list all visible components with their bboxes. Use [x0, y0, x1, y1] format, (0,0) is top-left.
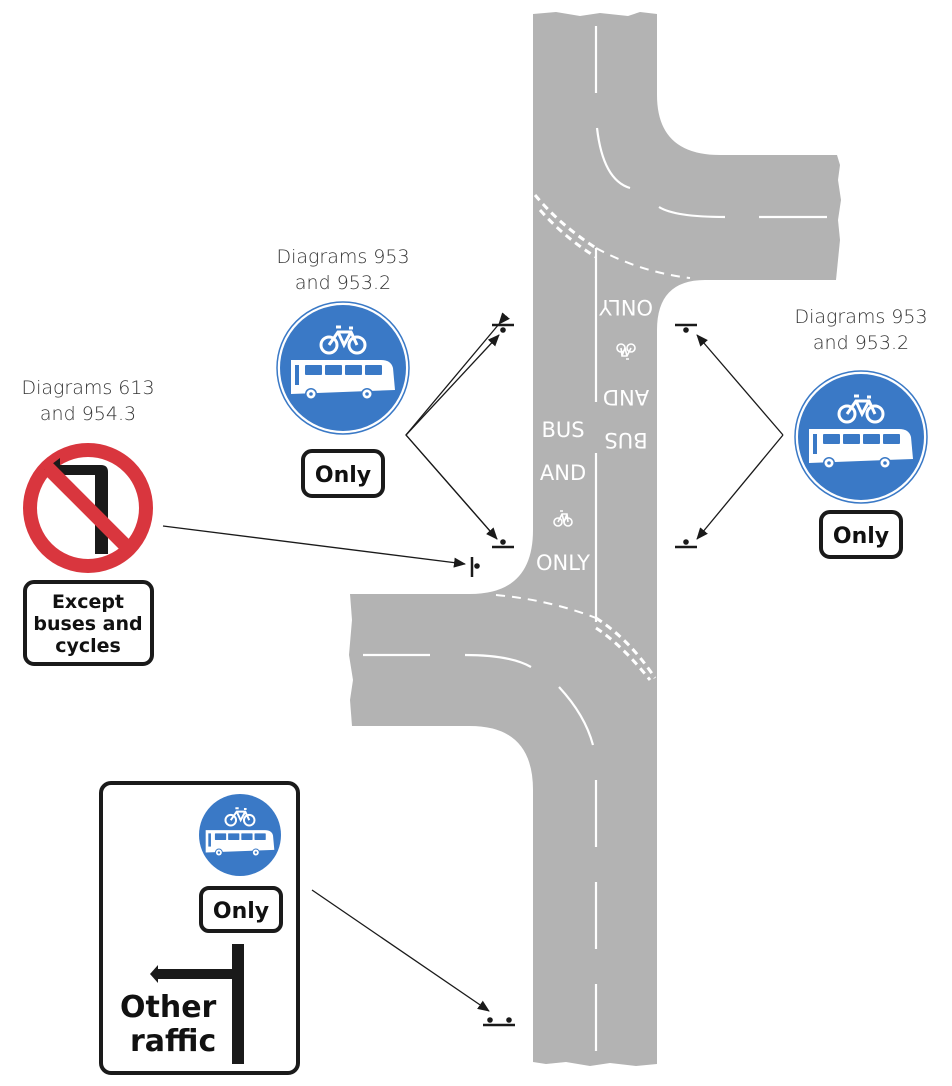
- only-plate-text: Only: [315, 463, 371, 488]
- except-plate-line3: cycles: [55, 635, 121, 657]
- road-network: BUS AND ONLY BUS AND ONLY: [349, 12, 841, 1066]
- lane-word-and: AND: [603, 385, 649, 409]
- sign-marker-upper-left: [492, 323, 514, 333]
- leader-line-advance: [311, 889, 490, 1012]
- only-plate-text: Only: [213, 899, 269, 924]
- southbound-bus-lane-marking: BUS AND ONLY: [599, 295, 653, 452]
- leader-line-right-upper: [696, 334, 784, 436]
- caption-left-line2: and 954.3: [40, 403, 136, 425]
- sign-marker-advance: [483, 1017, 515, 1027]
- caption-left: Diagrams 613 and 954.3: [21, 377, 154, 425]
- sign-marker-lower-right: [675, 539, 697, 549]
- leader-line-center: [405, 312, 510, 540]
- caption-left-line1: Diagrams 613: [21, 377, 154, 399]
- caption-right-line2: and 953.2: [813, 332, 909, 354]
- leader-lines: [162, 312, 784, 1012]
- other-traffic-line2: raffic: [130, 1024, 216, 1059]
- sign-bus-cycle-only-center: Only: [276, 301, 410, 498]
- caption-center-line2: and 953.2: [295, 272, 391, 294]
- sign-no-left-turn: Except buses and cycles: [23, 443, 154, 666]
- only-plate: [819, 510, 903, 559]
- junction-dashed-markings: [495, 194, 691, 681]
- except-plate-line2: buses and: [33, 613, 142, 635]
- lane-word-bus: BUS: [541, 418, 584, 442]
- other-traffic-line1: Other: [120, 990, 217, 1025]
- except-plate: [23, 580, 154, 666]
- sign-bus-cycle-only-right: Only: [794, 370, 928, 559]
- no-left-turn-icon: [23, 443, 153, 573]
- lane-word-bus: BUS: [604, 428, 647, 452]
- leader-line-right-lower: [696, 434, 784, 540]
- sign-position-markers: [470, 323, 697, 1027]
- leader-line-left: [162, 525, 466, 568]
- centre-line-markings: [363, 26, 827, 1051]
- caption-right: Diagrams 953 and 953.2: [794, 306, 927, 354]
- lane-word-only: ONLY: [599, 295, 653, 319]
- only-plate: [199, 886, 283, 933]
- lane-word-only: ONLY: [536, 551, 590, 575]
- only-plate-text: Only: [833, 524, 889, 549]
- sign-marker-lower-left: [492, 539, 514, 549]
- sign-advance-direction: Only Other raffic: [99, 781, 300, 1075]
- caption-right-line1: Diagrams 953: [794, 306, 927, 328]
- caption-center-line1: Diagrams 953: [276, 246, 409, 268]
- except-plate-line1: Except: [52, 591, 124, 613]
- caption-center: Diagrams 953 and 953.2: [276, 246, 409, 294]
- left-turn-arrow-icon: [150, 944, 244, 1064]
- sign-marker-upper-right: [675, 323, 697, 333]
- sign-marker-side-road: [470, 557, 480, 577]
- northbound-bus-lane-marking: BUS AND ONLY: [536, 418, 590, 575]
- lane-word-and: AND: [540, 461, 586, 485]
- only-plate: [301, 449, 385, 498]
